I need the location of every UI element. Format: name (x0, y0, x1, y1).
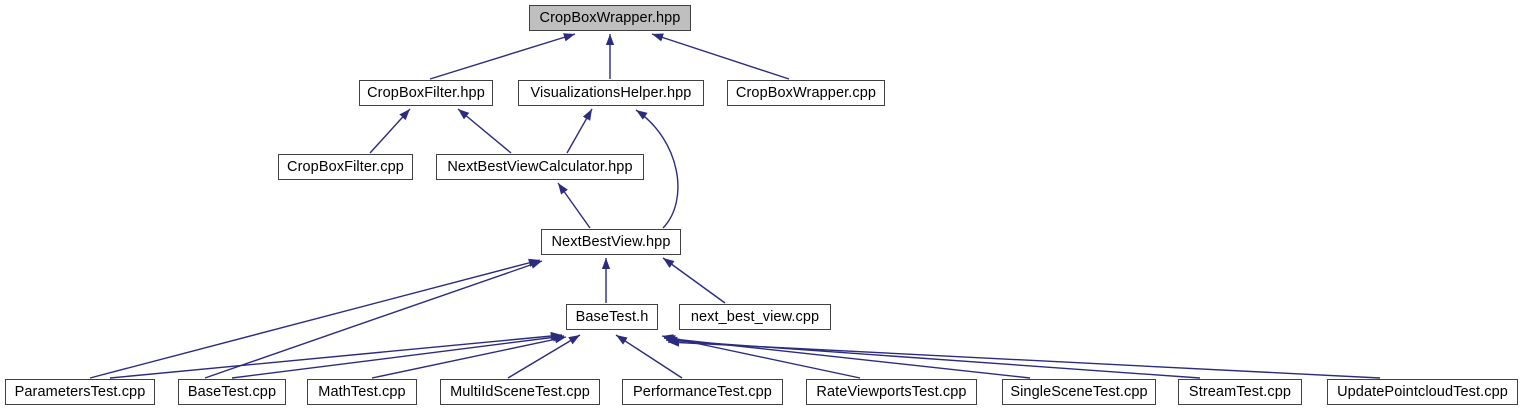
graph-edge-mathtest_cpp-to-basetest_h (371, 335, 567, 379)
graph-edge-cropboxfilter_hpp-to-cropboxwrapper_hpp (429, 33, 576, 80)
graph-node-visualizationshelper_hpp[interactable]: VisualizationsHelper.hpp (518, 80, 704, 106)
graph-node-mathtest_cpp[interactable]: MathTest.cpp (307, 379, 417, 405)
graph-node-streamtest_cpp[interactable]: StreamTest.cpp (1178, 379, 1302, 405)
graph-node-rateviewportstest_cpp[interactable]: RateViewportsTest.cpp (806, 379, 977, 405)
graph-node-label: CropBoxFilter.cpp (287, 158, 404, 175)
graph-node-label: RateViewportsTest.cpp (816, 383, 967, 400)
graph-node-label: StreamTest.cpp (1188, 383, 1292, 400)
graph-node-nextbestviewcalculator_hpp[interactable]: NextBestViewCalculator.hpp (436, 154, 644, 180)
graph-node-cropboxwrapper_cpp[interactable]: CropBoxWrapper.cpp (727, 80, 885, 106)
graph-node-label: BaseTest.h (575, 308, 649, 325)
graph-node-label: BaseTest.cpp (187, 383, 277, 400)
graph-node-cropboxwrapper_hpp[interactable]: CropBoxWrapper.hpp (529, 5, 691, 31)
graph-node-basetest_h[interactable]: BaseTest.h (566, 304, 658, 330)
graph-node-multiidscenetest_cpp[interactable]: MultiIdSceneTest.cpp (440, 379, 600, 405)
graph-edge-nextbestviewcalculator_hpp-to-cropboxfilter_hpp (457, 108, 512, 154)
graph-node-next_best_view_cpp[interactable]: next_best_view.cpp (679, 304, 831, 330)
graph-node-label: next_best_view.cpp (690, 308, 820, 325)
graph-edge-nextbestviewcalculator_hpp-to-visualizationshelper_hpp (566, 108, 593, 154)
graph-edge-performancetest_cpp-to-basetest_h (615, 334, 683, 379)
graph-edge-basetest_cpp-to-basetest_h (231, 333, 565, 379)
graph-edge-next_best_view_cpp-to-nextbestview_hpp (662, 257, 726, 304)
graph-node-performancetest_cpp[interactable]: PerformanceTest.cpp (622, 379, 783, 405)
graph-edge-cropboxfilter_cpp-to-cropboxfilter_hpp (369, 108, 411, 154)
graph-node-nextbestview_hpp[interactable]: NextBestView.hpp (541, 229, 681, 255)
graph-edge-nextbestview_hpp-to-nextbestviewcalculator_hpp (557, 182, 591, 229)
graph-node-cropboxfilter_cpp[interactable]: CropBoxFilter.cpp (278, 154, 413, 180)
graph-node-label: ParametersTest.cpp (14, 383, 146, 400)
graph-node-label: NextBestViewCalculator.hpp (447, 158, 633, 175)
graph-node-label: PerformanceTest.cpp (633, 383, 772, 400)
graph-edge-multiidscenetest_cpp-to-basetest_h (507, 334, 581, 379)
graph-node-label: NextBestView.hpp (551, 233, 671, 250)
graph-edges (89, 33, 1381, 379)
graph-node-label: UpdatePointcloudTest.cpp (1337, 383, 1508, 400)
graph-node-singlescenetest_cpp[interactable]: SingleSceneTest.cpp (1002, 379, 1156, 405)
graph-node-label: CropBoxWrapper.cpp (735, 84, 877, 101)
graph-node-parameterstest_cpp[interactable]: ParametersTest.cpp (5, 379, 155, 405)
graph-node-basetest_cpp[interactable]: BaseTest.cpp (178, 379, 286, 405)
graph-edge-basetest_cpp-to-nextbestview_hpp (204, 260, 543, 379)
graph-node-label: MultiIdSceneTest.cpp (450, 383, 590, 400)
graph-edge-cropboxwrapper_cpp-to-cropboxwrapper_hpp (651, 33, 790, 80)
graph-edge-nextbestview_hpp-to-visualizationshelper_hpp (635, 109, 679, 229)
graph-edge-updatepointcloudtest_cpp-to-basetest_h (667, 338, 1381, 379)
graph-node-label: MathTest.cpp (318, 383, 406, 400)
graph-edge-parameterstest_cpp-to-nextbestview_hpp (89, 258, 541, 379)
graph-node-label: CropBoxFilter.hpp (367, 84, 485, 101)
graph-edge-parameterstest_cpp-to-basetest_h (109, 331, 563, 379)
graph-node-cropboxfilter_hpp[interactable]: CropBoxFilter.hpp (359, 80, 493, 106)
graph-node-label: SingleSceneTest.cpp (1010, 383, 1148, 400)
graph-node-label: VisualizationsHelper.hpp (530, 84, 692, 101)
graph-node-updatepointcloudtest_cpp[interactable]: UpdatePointcloudTest.cpp (1327, 379, 1518, 405)
graph-node-label: CropBoxWrapper.hpp (539, 9, 681, 26)
